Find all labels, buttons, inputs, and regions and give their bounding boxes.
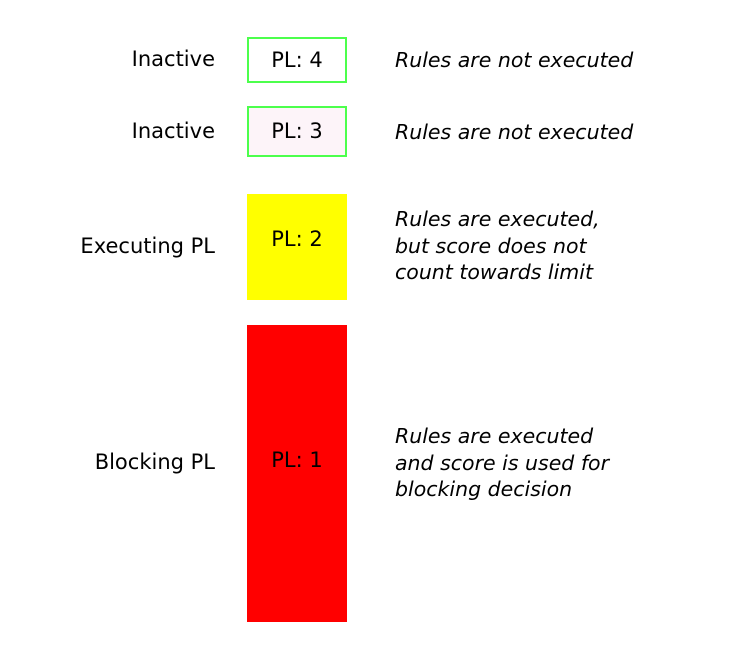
state-label-pl4: Inactive [131, 47, 215, 71]
pl-box-level-1: PL: 1 [247, 325, 347, 622]
description-line: Rules are executed, [395, 207, 600, 231]
description-line: Rules are not executed [395, 48, 634, 72]
pl-box-level-2: PL: 2 [247, 194, 347, 300]
description-line: count towards limit [395, 260, 593, 285]
description-line: and score is used for [395, 450, 610, 475]
pl-box-label-4: PL: 4 [271, 47, 323, 72]
description-pl1: Rules are executed and score is used for… [395, 423, 725, 503]
description-line: Rules are not executed [395, 120, 634, 144]
description-pl4: Rules are not executed [395, 47, 725, 74]
description-line: but score does not [395, 233, 587, 258]
description-pl2: Rules are executed, but score does not c… [395, 206, 725, 286]
state-label-pl2: Executing PL [80, 234, 215, 258]
description-line: blocking decision [395, 477, 573, 502]
state-label-pl3: Inactive [131, 119, 215, 143]
pl-box-label-3: PL: 3 [271, 119, 323, 143]
pl-box-label-2: PL: 2 [271, 226, 323, 251]
pl-box-level-3: PL: 3 [247, 106, 347, 157]
pl-box-level-4: PL: 4 [247, 37, 347, 83]
pl-box-label-1: PL: 1 [271, 448, 323, 472]
state-label-pl1: Blocking PL [94, 450, 215, 474]
description-pl3: Rules are not executed [395, 119, 725, 146]
description-line: Rules are executed [395, 424, 594, 448]
